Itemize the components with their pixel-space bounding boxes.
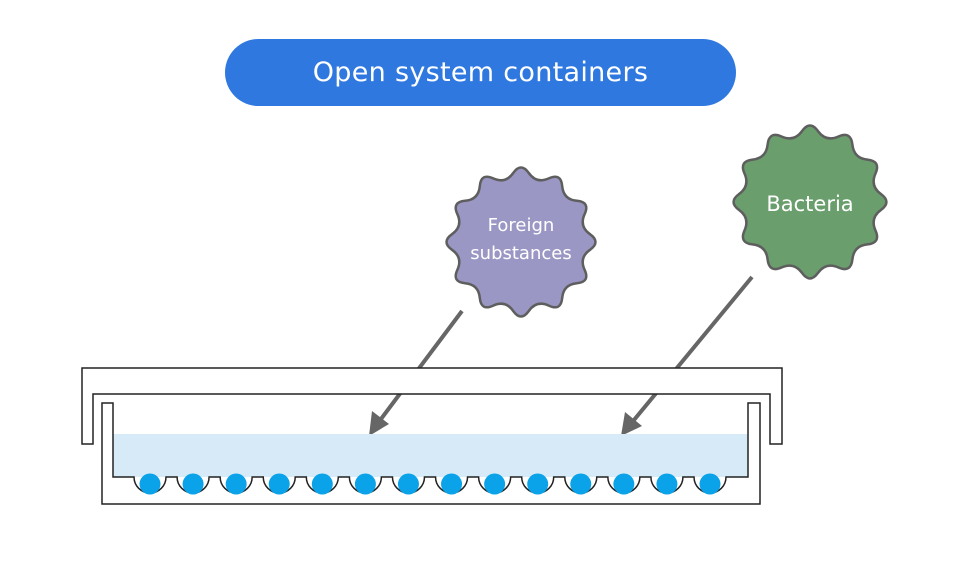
arrow-foreign-substances bbox=[369, 309, 464, 436]
bacteria-label: Bacteria bbox=[766, 192, 853, 216]
foreign-substances-star-shape bbox=[445, 166, 597, 318]
title-banner: Open system containers bbox=[225, 39, 736, 106]
bacteria-badge: Bacteria bbox=[732, 124, 888, 280]
foreign-substances-label-line-2: substances bbox=[470, 243, 571, 264]
arrow-bacteria bbox=[621, 275, 754, 436]
cell-ball bbox=[225, 473, 247, 495]
cell-ball bbox=[354, 473, 376, 495]
cell-ball bbox=[311, 473, 333, 495]
cells-group bbox=[139, 473, 721, 495]
cell-ball bbox=[699, 473, 721, 495]
cell-ball bbox=[656, 473, 678, 495]
culture-medium bbox=[113, 434, 748, 477]
cell-ball bbox=[570, 473, 592, 495]
foreign-substances-label-line-1: Foreign bbox=[488, 215, 555, 236]
cell-ball bbox=[527, 473, 549, 495]
cell-ball bbox=[268, 473, 290, 495]
cell-ball bbox=[613, 473, 635, 495]
container-lid bbox=[81, 367, 783, 445]
cell-ball bbox=[397, 473, 419, 495]
cell-ball bbox=[441, 473, 463, 495]
cell-ball bbox=[182, 473, 204, 495]
cell-ball bbox=[139, 473, 161, 495]
bacteria-star-shape bbox=[732, 124, 888, 280]
foreign-substances-badge: Foreign substances bbox=[445, 166, 597, 318]
culture-dish bbox=[101, 402, 761, 505]
cell-ball bbox=[484, 473, 506, 495]
title-text: Open system containers bbox=[312, 57, 649, 88]
